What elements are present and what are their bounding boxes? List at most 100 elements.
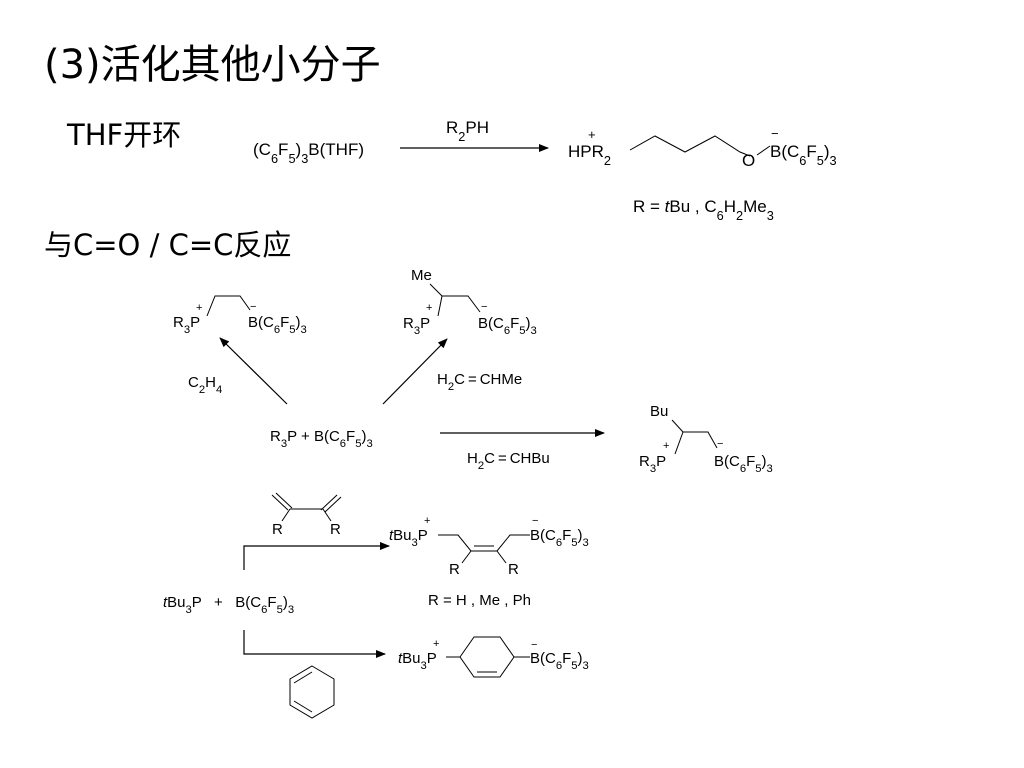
formula-part: Bu <box>402 650 420 667</box>
formula-part: 5 <box>755 463 761 475</box>
formula-part: 2 <box>736 208 743 223</box>
formula-part: Bu , C <box>669 197 716 216</box>
cyclohexene-product-phosphonium: tBu3P <box>398 650 437 672</box>
diene-arrow <box>243 542 390 570</box>
formula-part: t <box>665 197 671 216</box>
formula-part: P <box>420 315 430 332</box>
formula-part: 3 <box>830 153 837 168</box>
formula-part: 5 <box>277 604 283 616</box>
formula-part: PH <box>465 118 489 137</box>
formula-part: 5 <box>519 325 525 337</box>
formula-part: 5 <box>571 660 577 672</box>
formula-part: = <box>468 371 477 388</box>
formula-part: 5 <box>288 151 295 166</box>
cyclohexadiene-structure <box>289 665 335 719</box>
formula-part: P <box>190 314 200 331</box>
formula-part: 6 <box>504 325 510 337</box>
formula-part: B(C <box>248 314 274 331</box>
formula-part: 2 <box>478 460 484 472</box>
formula-part: P <box>656 453 666 470</box>
formula-part: F <box>280 314 289 331</box>
thf-r-definition: R = tBu , C6H2Me3 <box>633 197 774 223</box>
formula-part: 3 <box>531 325 537 337</box>
formula-part: 5 <box>289 324 295 336</box>
formula-part: H <box>467 450 478 467</box>
formula-part: P <box>427 650 437 667</box>
formula-part: R <box>446 118 458 137</box>
cyclohexene-product-ring <box>446 636 530 678</box>
formula-part: 3 <box>288 604 294 616</box>
frustrated-pair-reactant: R3P + B(C6F5)3 <box>270 428 373 450</box>
formula-part: 6 <box>271 151 278 166</box>
formula-part: 6 <box>740 463 746 475</box>
thf-product-minus-charge: − <box>771 126 779 141</box>
formula-part: R <box>173 314 184 331</box>
diene-product-minus: − <box>532 515 538 527</box>
formula-part: 3 <box>184 324 190 336</box>
thf-product-phosphonium: HPR2 <box>568 142 611 168</box>
formula-part: B(THF) <box>308 140 364 159</box>
formula-part: F <box>346 428 355 445</box>
formula-part: Bu <box>393 527 411 544</box>
formula-part: 3 <box>281 438 287 450</box>
formula-part: ) <box>296 314 301 331</box>
hexene-product-borate: B(C6F5)3 <box>714 453 773 475</box>
formula-part: C <box>188 374 199 391</box>
formula-part: C <box>484 450 495 467</box>
formula-part: ) <box>526 315 531 332</box>
diene-product-phosphonium: tBu3P <box>389 527 428 549</box>
diene-product-plus: + <box>424 515 430 527</box>
formula-part: 6 <box>556 537 562 549</box>
ethylene-product-plus: + <box>196 302 202 314</box>
ethylene-product-borate: B(C6F5)3 <box>248 314 307 336</box>
formula-part: B(C <box>530 650 556 667</box>
formula-part: R <box>639 453 650 470</box>
formula-part: 3 <box>767 208 774 223</box>
co-cc-reaction-label: 与C=O / C=C反应 <box>44 228 292 262</box>
thf-product-plus-charge: + <box>588 127 596 142</box>
formula-part: F <box>746 453 755 470</box>
propene-product-phosphonium: R3P <box>403 315 430 337</box>
formula-part: + B(C <box>297 428 340 445</box>
formula-part: B(C <box>714 453 740 470</box>
formula-part: 6 <box>261 604 267 616</box>
hexene-product-phosphonium: R3P <box>639 453 666 475</box>
formula-part: 5 <box>817 153 824 168</box>
hexene-product-plus: + <box>663 440 669 452</box>
formula-part: 4 <box>216 384 222 396</box>
formula-part: ) <box>361 428 366 445</box>
formula-part: 6 <box>340 438 346 450</box>
formula-part: 3 <box>421 660 427 672</box>
formula-part: H <box>724 197 736 216</box>
formula-part: ) <box>824 142 830 161</box>
formula-part: H <box>437 371 448 388</box>
diene-product-sub-right: R <box>508 561 519 578</box>
propene-product-minus: − <box>481 301 487 313</box>
formula-part: ) <box>762 453 767 470</box>
formula-part: 3 <box>366 438 372 450</box>
cyclohexene-product-plus: + <box>433 638 439 650</box>
formula-part: 6 <box>717 208 724 223</box>
formula-part: F <box>806 142 816 161</box>
thf-reactant: (C6F5)3B(THF) <box>253 140 364 166</box>
formula-part: 2 <box>604 153 611 168</box>
formula-part: 6 <box>274 324 280 336</box>
formula-part: 3 <box>412 537 418 549</box>
thf-product-borate: B(C6F5)3 <box>770 142 837 168</box>
hexene-product-chain <box>674 431 718 455</box>
formula-part: Bu <box>167 594 185 611</box>
formula-part: 3 <box>301 151 308 166</box>
thf-reagent: R2PH <box>446 118 489 144</box>
diene-frustrated-pair-reactant: tBu3P + B(C6F5)3 <box>163 594 294 616</box>
formula-part: P <box>287 428 297 445</box>
butadiene-substituent-left: R <box>272 521 283 538</box>
formula-part: = <box>498 450 507 467</box>
propene-product-plus: + <box>426 302 432 314</box>
diene-product-borate: B(C6F5)3 <box>530 527 589 549</box>
formula-part: t <box>398 650 403 667</box>
propene-substituent-bond <box>429 283 443 297</box>
thf-product-oxygen: O <box>742 151 755 170</box>
formula-part: 3 <box>186 604 192 616</box>
ethylene-product-phosphonium: R3P <box>173 314 200 336</box>
propene-product-chain <box>437 295 481 317</box>
